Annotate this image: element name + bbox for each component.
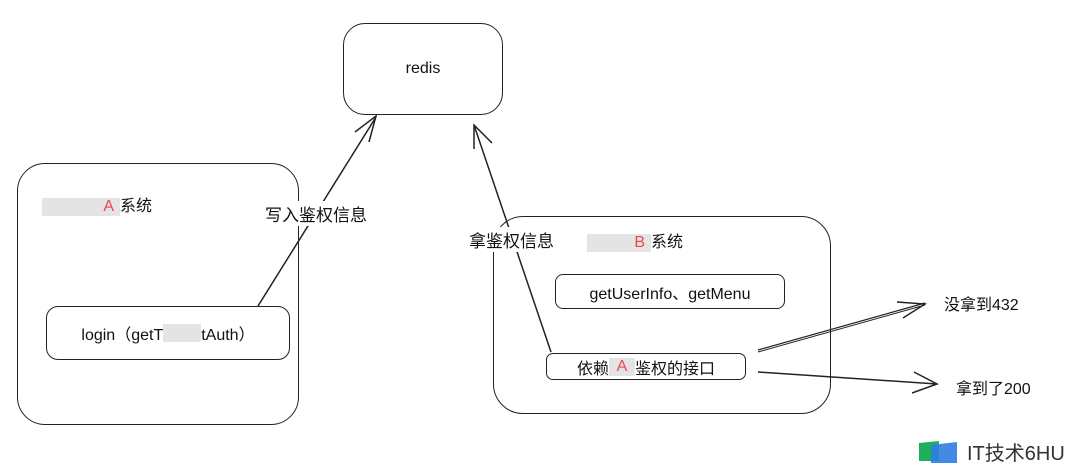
outcome-fail-label: 没拿到432	[944, 297, 1019, 314]
edge-fail-arrowhead	[896, 301, 928, 319]
get-user-info-node: getUserInfo、getMenu	[555, 274, 785, 309]
edge-success-arrowhead	[911, 371, 939, 394]
edge-success-line	[757, 371, 938, 385]
watermark: IT技术6HU	[917, 437, 1065, 466]
edge-fail-line	[757, 302, 926, 351]
edge-write-auth-arrowhead	[354, 114, 378, 143]
dependent-api-label-start: 依赖	[576, 360, 609, 378]
login-label-end: tAuth）	[201, 327, 255, 344]
redis-label: redis	[405, 60, 441, 77]
edge-write-auth-label: 写入鉴权信息	[263, 201, 369, 226]
redis-node: redis	[343, 23, 503, 115]
watermark-logo-icon	[919, 440, 957, 463]
edge-read-auth-arrowhead	[473, 123, 493, 149]
redacted-system-b-name: B	[587, 234, 651, 252]
system-b-container	[493, 216, 831, 414]
system-a-container	[17, 163, 299, 425]
edge-fail-line-2	[757, 304, 926, 353]
redacted-dependent-system: A	[609, 357, 635, 376]
watermark-text: IT技术6HU	[967, 443, 1065, 465]
edge-read-auth-label: 拿鉴权信息	[467, 227, 556, 252]
login-node: login（getT tAuth）	[46, 306, 290, 360]
dependent-api-label-end: 鉴权的接口	[635, 360, 716, 378]
get-user-info-label: getUserInfo、getMenu	[589, 285, 751, 303]
redacted-login-middle	[163, 324, 202, 342]
outcome-success-label: 拿到了200	[956, 381, 1031, 398]
redacted-system-a-name: A	[42, 198, 120, 216]
login-label-start: login（getT	[81, 327, 164, 344]
